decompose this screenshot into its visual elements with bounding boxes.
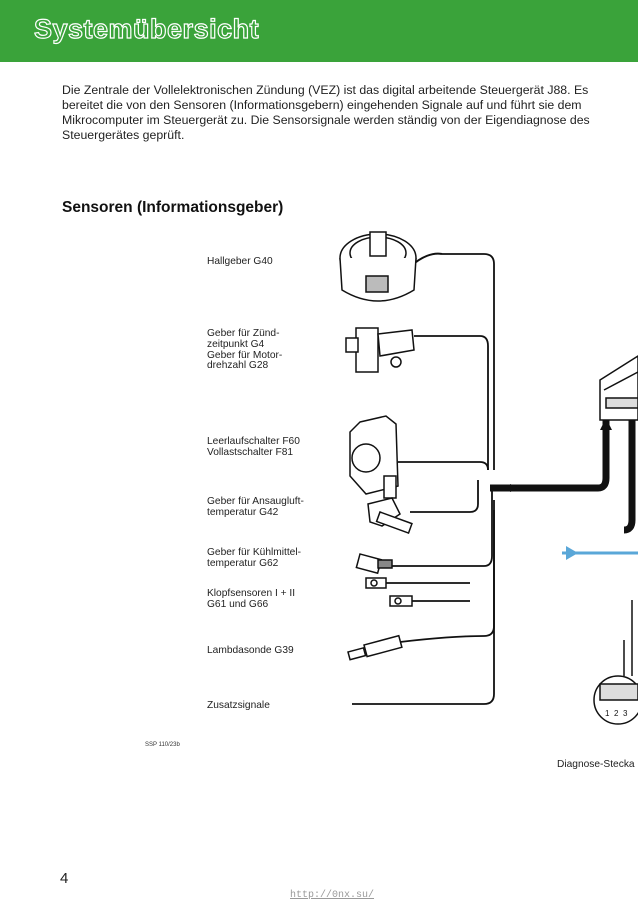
label-line: Geber für Motor- [207,349,283,361]
lambda-probe-icon [347,634,403,661]
intro-line: bereitet die von den Sensoren (Informati… [62,98,582,112]
intro-line: Steuergerätes geprüft. [62,128,185,142]
diagnosis-connector-icon [593,600,638,725]
label-line: Vollastschalter F81 [207,446,294,458]
diagnosis-connector-label: Diagnose-Stecka [557,759,635,770]
label-line: G61 und G66 [207,598,269,610]
diag-pin: 2 [614,709,619,718]
main-harness [490,420,610,492]
knock-sensor-icon [365,577,413,607]
harness-right [623,420,636,534]
label-line: Hallgeber G40 [207,256,273,267]
sensor-label-speed: Geber für Zünd- zeitpunkt G4 Geber für M… [207,328,283,372]
sensor-label-throttle: Leerlaufschalter F60 Vollastschalter F81 [207,436,300,459]
intro-line: Mikrocomputer im Steuergerät zu. Die Sen… [62,113,590,127]
coolant-temp-sender-icon [355,553,393,575]
header-bar [0,0,638,62]
intro-paragraph: Die Zentrale der Vollelektronischen Zünd… [62,83,622,143]
sensor-label-additional: Zusatzsignale [207,700,270,712]
sensor-label-coolant-temp: Geber für Kühlmittel- temperatur G62 [207,547,301,570]
label-line: Zusatzsignale [207,700,270,711]
label-line: zeitpunkt G4 [207,338,265,350]
speed-sender-icon [345,327,415,373]
input-arrow [510,484,520,492]
label-line: Leerlaufschalter F60 [207,436,300,447]
label-line: Klopfsensoren I + II [207,588,296,599]
sensor-label-lambda: Lambdasonde G39 [207,645,294,657]
sensor-label-knock: Klopfsensoren I + II G61 und G66 [207,588,296,611]
intro-line: Die Zentrale der Vollelektronischen Zünd… [62,83,589,97]
signal-line [562,546,638,560]
throttle-switch-icon [349,415,399,499]
intake-temp-sender-icon [367,497,413,534]
hall-cable [415,252,443,263]
diag-pin: 3 [623,709,628,718]
label-line: Geber für Kühlmittel- [207,547,301,558]
label-line: drehzahl G28 [207,360,269,372]
label-line: temperatur G42 [207,506,279,518]
sensor-label-intake-temp: Geber für Ansaugluft- temperatur G42 [207,496,304,519]
sensor-label-hall: Hallgeber G40 [207,256,273,268]
watermark-link[interactable]: http://0nx.su/ [290,890,375,901]
sensor-cables [352,253,495,705]
label-line: Geber für Ansaugluft- [207,496,304,507]
page-title: Systemübersicht [33,13,260,44]
harness-arrow [600,418,612,430]
label-line: temperatur G62 [207,557,279,569]
label-line: Geber für Zünd- [207,328,280,339]
figure-code: SSP 110/23b [145,742,180,748]
hall-sender-icon [339,231,417,302]
diag-pin: 1 [605,709,610,718]
label-line: Lambdasonde G39 [207,645,294,656]
page-number: 4 [60,870,69,887]
control-unit-icon [599,355,638,421]
section-heading: Sensoren (Informationsgeber) [62,199,284,216]
